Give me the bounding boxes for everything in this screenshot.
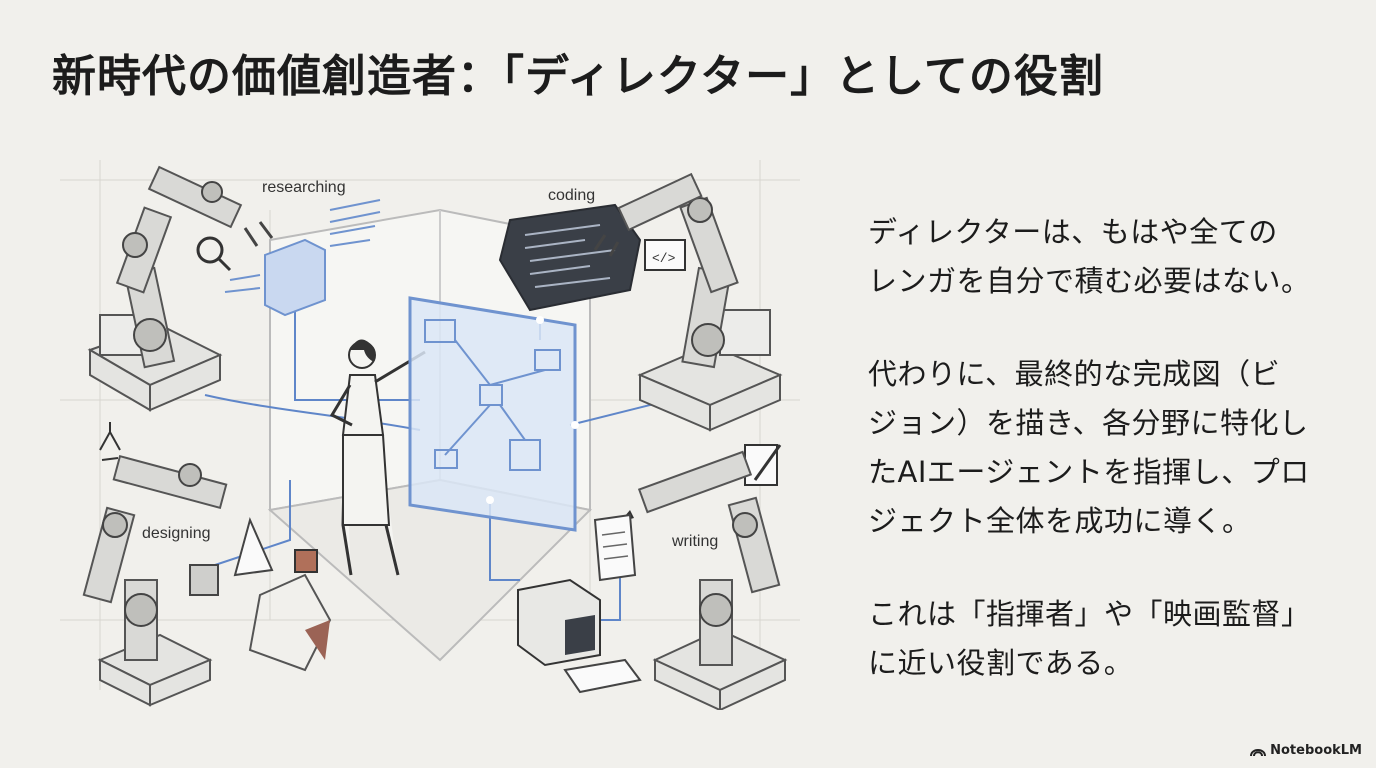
paragraph-3: これは「指揮者」や「映画監督」 に近い役割である。 — [868, 590, 1348, 688]
brand-name: NotebookLM — [1270, 743, 1362, 758]
label-writing: writing — [671, 533, 718, 550]
compass-icon — [99, 422, 121, 461]
paragraph-1-line-1: ディレクターは、もはや全ての — [868, 215, 1278, 249]
label-researching: researching — [262, 179, 346, 196]
paragraph-2-line-2: ジョン）を描き、各分野に特化し — [868, 406, 1309, 440]
paragraph-2-line-1: 代わりに、最終的な完成図（ビ — [868, 357, 1281, 391]
label-coding: coding — [548, 187, 595, 204]
paragraph-2: 代わりに、最終的な完成図（ビ ジョン）を描き、各分野に特化し たAIエージェント… — [868, 350, 1348, 546]
robot-researching: researching — [87, 165, 381, 412]
slide-title: 新時代の価値創造者：「ディレクター」としての役割 — [52, 51, 1104, 102]
paragraph-2-line-3: たAIエージェントを指揮し、プロ — [868, 455, 1310, 489]
director-illustration: researching </> coding — [60, 160, 800, 710]
vision-blueprint — [408, 296, 579, 532]
paragraph-3-line-1: これは「指揮者」や「映画監督」 — [868, 597, 1311, 631]
paragraph-1-line-2: レンガを自分で積む必要はない。 — [868, 264, 1311, 298]
notebooklm-logo-icon — [1250, 748, 1267, 756]
director-figure — [329, 339, 426, 576]
magnifier-icon — [196, 236, 224, 264]
body-text: ディレクターは、もはや全ての レンガを自分で積む必要はない。 代わりに、最終的な… — [868, 208, 1348, 732]
svg-text:</>: </> — [652, 251, 676, 266]
pen-note-icon — [744, 444, 778, 486]
brand-watermark: NotebookLM — [1250, 743, 1362, 758]
paragraph-3-line-2: に近い役割である。 — [868, 646, 1134, 680]
robot-writing: writing — [517, 444, 788, 710]
robot-coding: </> coding — [498, 172, 783, 432]
robot-designing: designing — [82, 422, 332, 707]
code-window-icon — [644, 239, 686, 271]
paragraph-2-line-4: ジェクト全体を成功に導く。 — [868, 504, 1252, 538]
code-screen — [498, 203, 642, 312]
label-designing: designing — [142, 525, 211, 542]
paragraph-1: ディレクターは、もはや全ての レンガを自分で積む必要はない。 — [868, 208, 1348, 306]
